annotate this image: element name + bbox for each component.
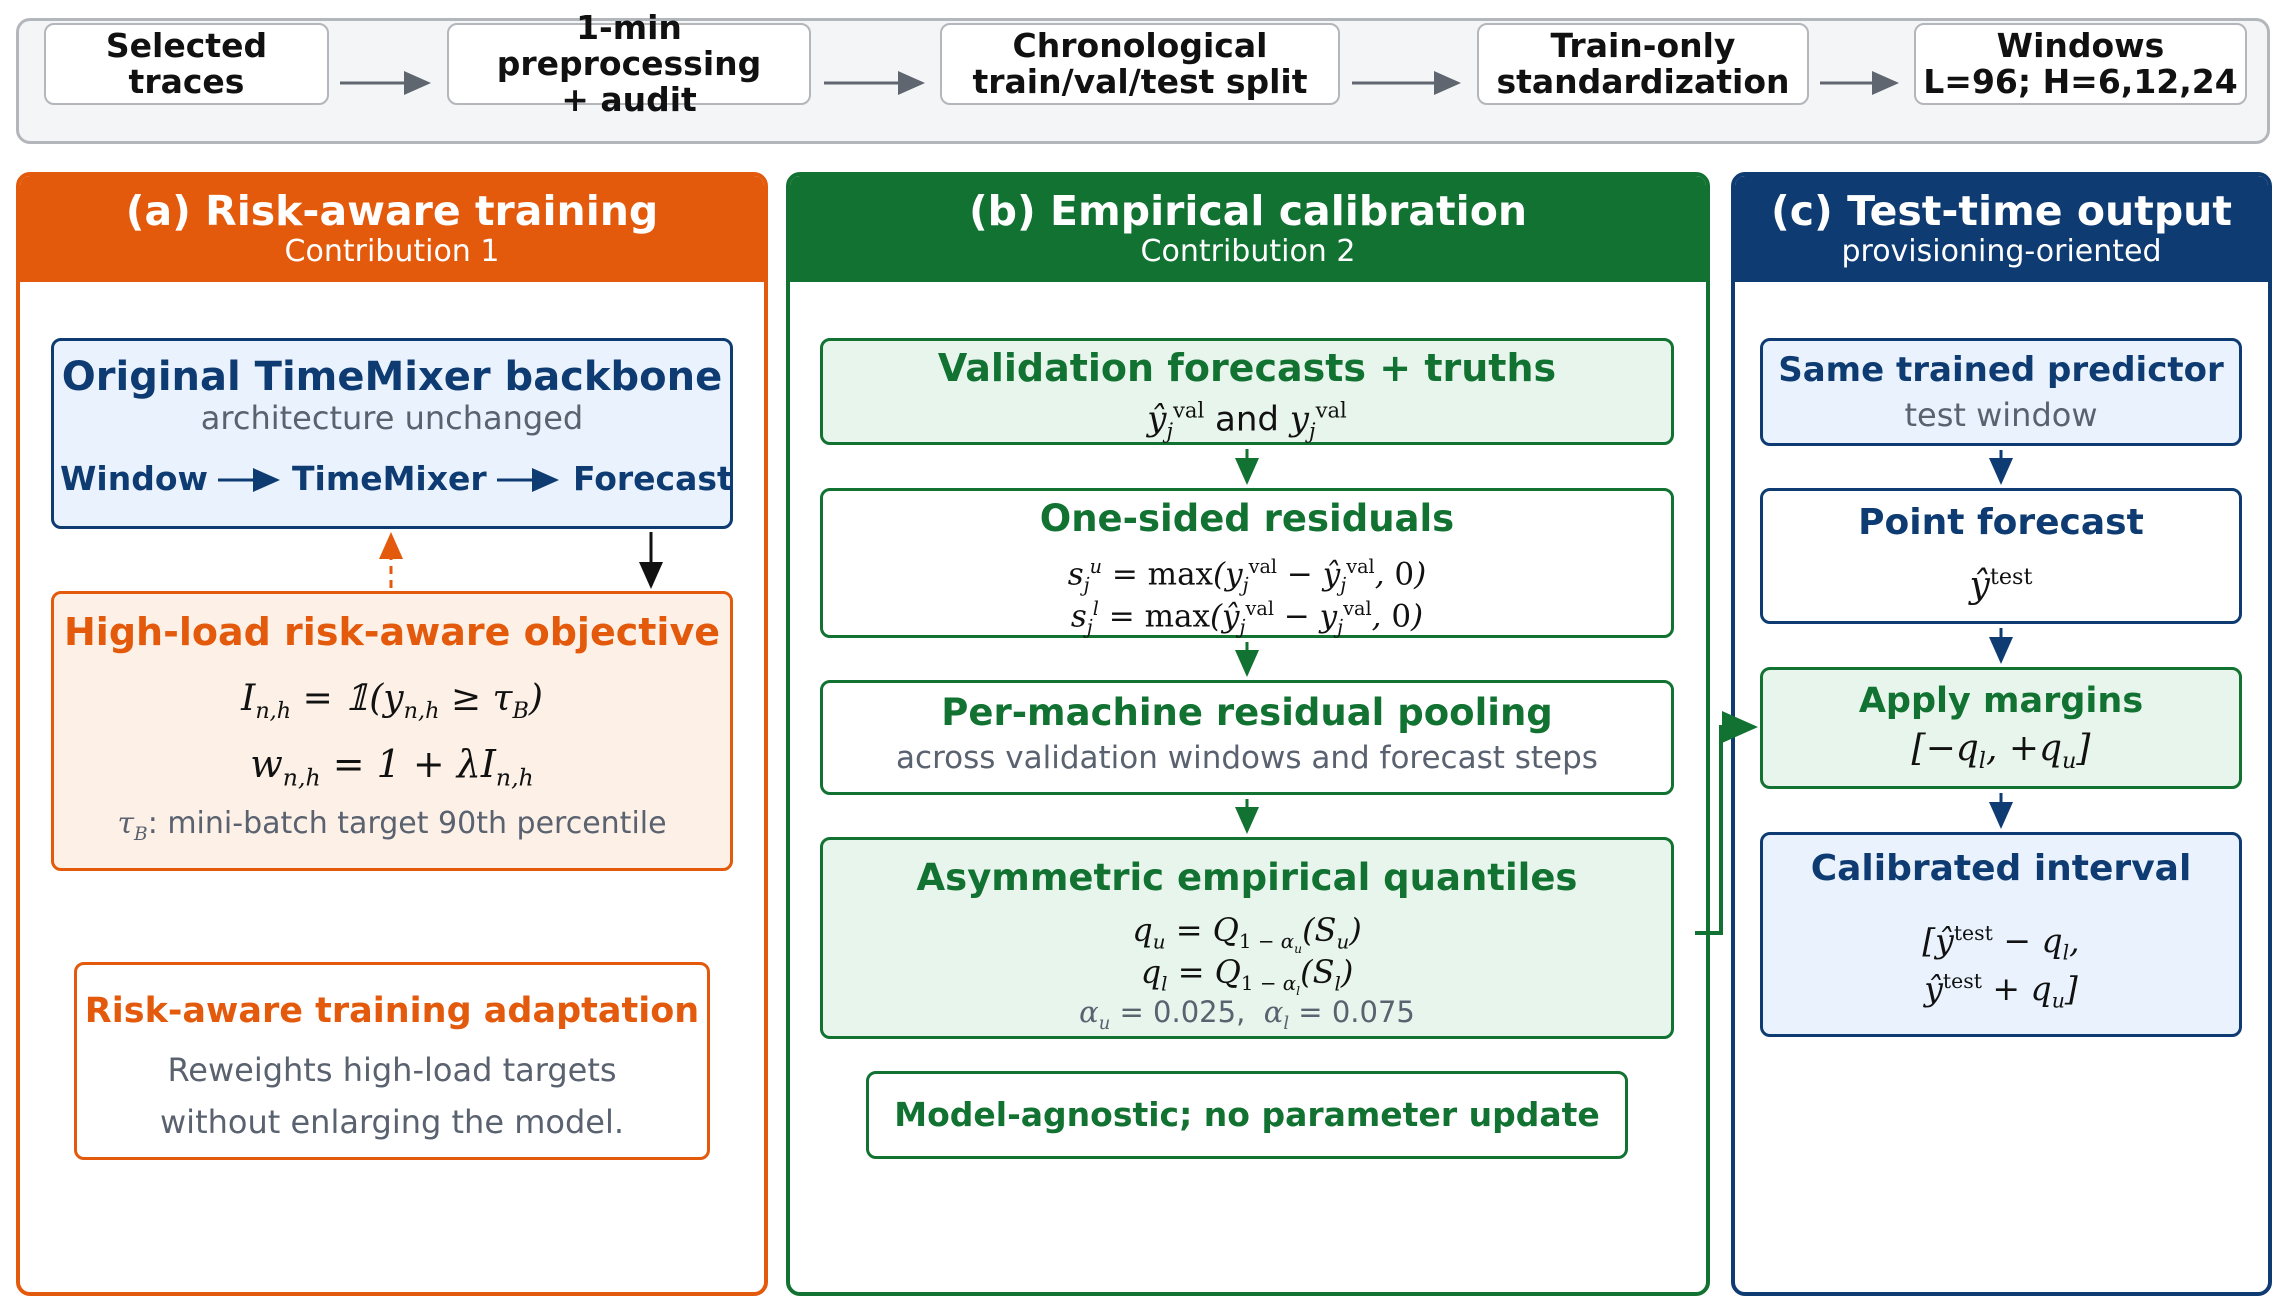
pipeline-step-line: + audit xyxy=(561,80,697,119)
pipeline-step-selected-traces: Selected traces xyxy=(44,23,329,105)
flow-forecast: Forecast xyxy=(573,459,733,498)
residuals-box: One-sided residuals sju = max(yjval − ŷj… xyxy=(820,488,1674,639)
pipeline-step-split: Chronological train/val/test split xyxy=(940,23,1340,105)
predictor-box: Same trained predictor test window xyxy=(1760,338,2242,446)
objective-indicator-equation: In,h = 𝟙(yn,h ≥ τB) xyxy=(54,678,730,732)
margins-formula: [−ql, +qu] xyxy=(1911,728,2091,775)
quantile-upper-equation: qu = Q1 − αu(Su) xyxy=(1132,911,1362,957)
quantiles-to-margins-arrow xyxy=(1695,711,1758,935)
validation-and: and xyxy=(1215,399,1279,440)
alpha-u-value: 0.025 xyxy=(1153,995,1237,1029)
predictor-subtitle: test window xyxy=(1904,396,2098,434)
backbone-subtitle: architecture unchanged xyxy=(200,399,584,437)
pipeline-step-preprocessing: 1-min preprocessing + audit xyxy=(447,10,811,118)
objective-note: τB: mini-batch target 90th percentile xyxy=(54,806,730,853)
model-agnostic-note: Model-agnostic; no parameter update xyxy=(866,1071,1628,1159)
pipeline-step-line: Chronological xyxy=(1012,26,1268,65)
interval-lower-bound: [ŷtest − ql, xyxy=(1922,921,2080,965)
pipeline-step-windows: Windows L=96; H=6,12,24 xyxy=(1914,23,2247,105)
point-forecast-title: Point forecast xyxy=(1858,502,2144,543)
flow-window: Window xyxy=(60,459,208,498)
panel-b-subtitle: Contribution 2 xyxy=(1140,234,1356,269)
objective-title: High-load risk-aware objective xyxy=(64,610,720,654)
adaptation-title: Risk-aware training adaptation xyxy=(84,991,700,1031)
pooling-title: Per-machine residual pooling xyxy=(941,691,1553,734)
adaptation-line1: Reweights high-load targets xyxy=(167,1051,617,1089)
tau-subscript: B xyxy=(134,824,148,845)
yhat-val-symbol: ŷjval xyxy=(1147,398,1205,444)
pooling-box: Per-machine residual pooling across vali… xyxy=(820,680,1674,795)
pipeline-step-line: Selected xyxy=(105,26,268,65)
backbone-title: Original TimeMixer backbone xyxy=(61,354,723,400)
pipeline-step-line: L=96; H=6,12,24 xyxy=(1923,62,2238,101)
point-forecast-symbol: ŷtest xyxy=(1969,564,2033,606)
pipeline-step-standardization: Train-only standardization xyxy=(1477,23,1809,105)
residual-upper-equation: sju = max(yjval − ŷjval, 0) xyxy=(1067,555,1427,597)
validation-box: Validation forecasts + truths ŷjval and … xyxy=(820,338,1674,445)
quantile-lower-equation: ql = Q1 − αl(Sl) xyxy=(1140,953,1354,999)
objective-note-text: : mini-batch target 90th percentile xyxy=(147,806,667,841)
panel-b-title: (b) Empirical calibration xyxy=(968,187,1528,235)
objective-eq1-text: In,h = 𝟙(yn,h ≥ τB) xyxy=(241,678,543,725)
backbone-box: Original TimeMixer backbone architecture… xyxy=(51,338,733,529)
panel-a-header: (a) Risk-aware training Contribution 1 xyxy=(20,176,764,282)
pipeline-step-line: train/val/test split xyxy=(972,62,1308,101)
adaptation-line2: without enlarging the model. xyxy=(160,1103,624,1141)
tau-symbol: τB xyxy=(117,806,147,845)
calibrated-interval-box: Calibrated interval [ŷtest − ql, ŷtest +… xyxy=(1760,832,2242,1037)
pooling-subtitle: across validation windows and forecast s… xyxy=(896,740,1598,776)
apply-margins-box: Apply margins [−ql, +qu] xyxy=(1760,667,2242,789)
residual-lower-equation: sjl = max(ŷjval − yjval, 0) xyxy=(1070,597,1424,639)
tau-symbol-char: τ xyxy=(117,806,135,841)
panel-a-title: (a) Risk-aware training xyxy=(125,187,659,235)
validation-formula: ŷjval and yjval xyxy=(823,389,1671,453)
validation-title: Validation forecasts + truths xyxy=(937,346,1557,390)
objective-box: High-load risk-aware objective In,h = 𝟙(… xyxy=(51,591,733,871)
panel-c-header: (c) Test-time output provisioning-orient… xyxy=(1735,176,2268,282)
panel-a-subtitle: Contribution 1 xyxy=(284,234,500,269)
residuals-title: One-sided residuals xyxy=(1039,497,1455,540)
panel-c-subtitle: provisioning-oriented xyxy=(1841,234,2162,269)
alpha-l-value: 0.075 xyxy=(1331,995,1415,1029)
alpha-values: αu = 0.025, αl = 0.075 xyxy=(1079,995,1415,1034)
predictor-title: Same trained predictor xyxy=(1778,350,2224,390)
pipeline-step-line: Windows xyxy=(1996,26,2165,65)
pipeline-step-line: Train-only xyxy=(1550,26,1736,65)
interval-upper-bound: ŷtest + qu] xyxy=(1924,969,2078,1013)
pipeline-step-line: 1-min preprocessing xyxy=(496,8,762,83)
alpha-l-symbol: αl xyxy=(1263,995,1290,1034)
pipeline-step-line: traces xyxy=(128,62,245,101)
quantiles-title: Asymmetric empirical quantiles xyxy=(916,856,1578,899)
adaptation-box: Risk-aware training adaptation Reweights… xyxy=(74,962,710,1160)
objective-weight-equation: wn,h = 1 + λIn,h xyxy=(54,742,730,800)
model-agnostic-note-text: Model-agnostic; no parameter update xyxy=(894,1095,1600,1134)
pipeline-step-line: standardization xyxy=(1496,62,1790,101)
calibrated-interval-title: Calibrated interval xyxy=(1810,848,2192,889)
panel-b-header: (b) Empirical calibration Contribution 2 xyxy=(790,176,1706,282)
objective-eq2-text: wn,h = 1 + λIn,h xyxy=(250,742,534,792)
y-val-symbol: yjval xyxy=(1289,398,1347,444)
flow-timemixer: TimeMixer xyxy=(292,459,487,498)
alpha-u-symbol: αu xyxy=(1079,995,1111,1034)
quantiles-box: Asymmetric empirical quantiles qu = Q1 −… xyxy=(820,837,1674,1039)
apply-margins-title: Apply margins xyxy=(1858,681,2144,721)
point-forecast-box: Point forecast ŷtest xyxy=(1760,488,2242,624)
panel-c-title: (c) Test-time output xyxy=(1771,187,2232,235)
